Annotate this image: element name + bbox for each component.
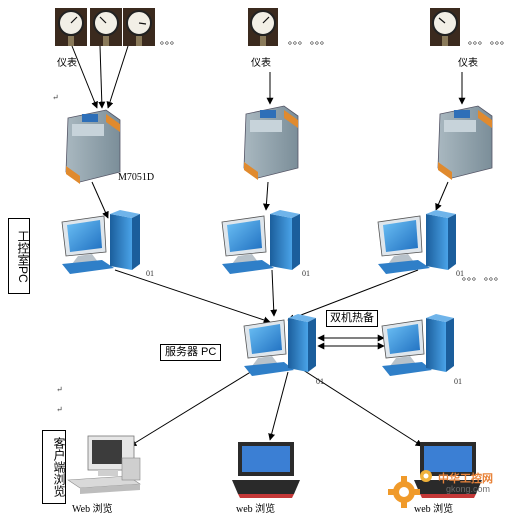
gkong-logo-small-icon [420,470,432,482]
gauge-icon [430,8,460,46]
return-mark: ↵ [56,385,63,394]
arrow-gauge1-to-module1 [71,45,98,109]
web-browse-label: web 浏览 [414,504,454,515]
pc-tag: 01 [316,377,324,386]
gauge-icon [90,8,122,46]
instrument-label: 仪表 [458,58,478,69]
watermark-title: 中华工控网 [438,473,493,485]
desktop-pc-icon [221,210,300,274]
dots-label: 。。。 [484,272,504,283]
server-pc-icon [243,314,316,376]
dots-label: 。。。 [468,36,488,47]
arrow-server-to-client2 [268,371,289,441]
gauge-icon [55,8,87,46]
client-desktop-icon [67,435,141,494]
hot-standby-label: 双机热备 [326,310,378,327]
pc-tag: 01 [146,269,154,278]
dots-label: 。。。 [490,36,510,47]
pc-tag: 01 [456,269,464,278]
pc-tag: 01 [302,269,310,278]
watermark-url: gkong.com [446,484,491,494]
connection-arrows [71,45,466,447]
arrow-pc1-to-server [114,269,271,324]
web-browse-label: Web 浏览 [72,504,113,515]
web-browse-label: web 浏览 [236,504,276,515]
laptop-icon [414,442,482,498]
dots-label: 。。。 [310,36,330,47]
workshop-pc-label: 工控室PC [8,218,30,294]
io-module-icon [65,109,121,184]
desktop-pc-icon [377,210,456,274]
arrow-gauge2-to-module1 [98,45,106,109]
arrow-server-to-client3 [299,367,423,447]
module-model-label: M7051D [118,172,155,183]
arrow-module2-to-pc2 [262,181,270,211]
dots-label: 。。。 [288,36,308,47]
gauge-icon [248,8,278,46]
gauge-icon [123,8,155,46]
dots-label: 。。。 [462,272,482,283]
instrument-label: 仪表 [57,58,77,69]
io-module-icon [437,105,493,180]
return-mark: ↵ [52,93,59,102]
arrow-pc3-to-server [287,269,419,322]
arrow-server-to-client1 [129,364,263,447]
gauge-group-1 [55,8,155,46]
laptop-icon [232,442,300,498]
arrow-pc2-to-server [270,269,278,317]
dots-label: 。。。 [160,36,180,47]
desktop-pc-icon [61,210,140,274]
client-browse-label: 客户端浏览 [42,430,66,504]
arrow-gauge3-to-module1 [106,45,129,109]
return-mark: ↵ [56,405,63,414]
io-module-icon [243,105,299,180]
instrument-label: 仪表 [251,58,271,69]
arrow-module3-to-pc3 [435,181,449,211]
pc-tag: 01 [454,377,462,386]
server-pc-label: 服务器 PC [160,344,222,361]
gkong-logo-icon [388,476,420,508]
standby-server-icon [381,314,454,376]
arrow-module1-to-pc1 [91,181,109,219]
